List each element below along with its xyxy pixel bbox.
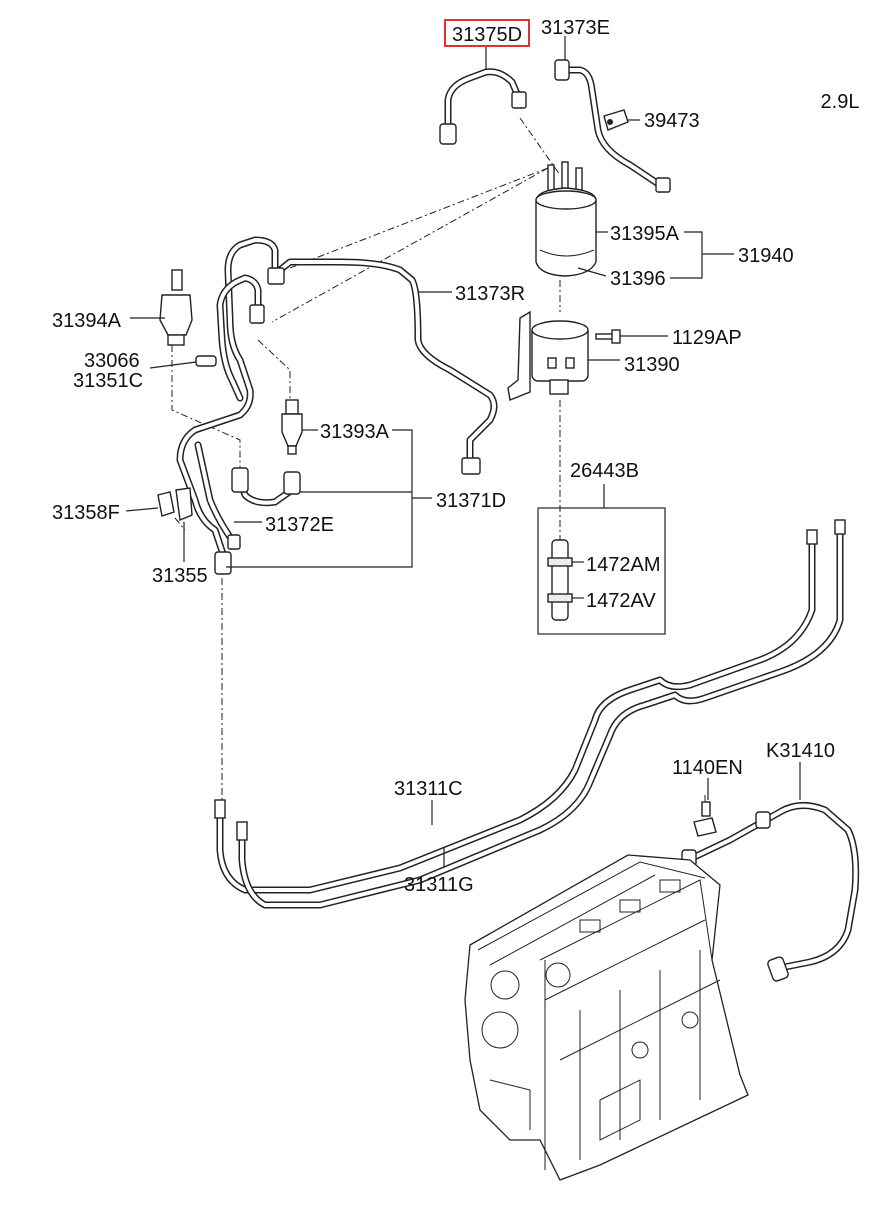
hose-group-26443B[interactable]	[537, 507, 666, 635]
fuel-line-31311G[interactable]	[236, 519, 846, 909]
callout-31373R[interactable]: 31373R	[455, 283, 525, 305]
callout-31311G[interactable]: 31311G	[404, 874, 474, 896]
callout-31394A[interactable]: 31394A	[52, 310, 122, 332]
callout-1472AM[interactable]: 1472AM	[586, 554, 661, 576]
callout-31371D[interactable]: 31371D	[436, 490, 506, 512]
callout-31395A[interactable]: 31395A	[610, 223, 680, 245]
callout-labels: 2.9L 31375D 31373E 39473 31395A 31396 31…	[52, 17, 859, 896]
callout-31373E[interactable]: 31373E	[541, 17, 610, 39]
fuel-line-31311C[interactable]	[214, 529, 818, 894]
left-fuel-tube-bundle[interactable]	[176, 236, 296, 575]
callout-1472AV[interactable]: 1472AV	[586, 590, 656, 612]
valve-31394A[interactable]	[159, 269, 193, 346]
hose-31375D[interactable]	[439, 68, 527, 145]
callout-39473[interactable]: 39473	[644, 110, 700, 132]
callout-1129AP[interactable]: 1129AP	[672, 327, 742, 349]
hose-31373E[interactable]	[554, 59, 671, 193]
callout-31393A[interactable]: 31393A	[320, 421, 390, 443]
callout-31390[interactable]: 31390	[624, 354, 680, 376]
bracket-31355[interactable]	[175, 487, 193, 521]
callout-31355[interactable]: 31355	[152, 565, 208, 587]
hose-31373R[interactable]	[276, 258, 498, 475]
callout-K31410[interactable]: K31410	[766, 740, 835, 762]
bolt-1129AP[interactable]	[595, 329, 621, 344]
clip-33066-31351C[interactable]	[195, 355, 217, 367]
assembly-dashed-lines	[171, 117, 706, 815]
callout-1140EN[interactable]: 1140EN	[672, 757, 743, 779]
engine-block	[464, 854, 749, 1181]
fuel-filter-31395A[interactable]	[535, 161, 597, 277]
engine-size-label: 2.9L	[821, 91, 860, 113]
filter-bracket-31390[interactable]	[507, 310, 589, 401]
bolt-1140EN[interactable]	[693, 801, 717, 837]
callout-31351C[interactable]: 31351C	[73, 370, 143, 392]
hose-group-box	[537, 507, 666, 635]
callout-31396[interactable]: 31396	[610, 268, 666, 290]
callout-31358F[interactable]: 31358F	[52, 502, 120, 524]
callout-31372E[interactable]: 31372E	[265, 514, 334, 536]
bracket-31358F[interactable]	[157, 491, 175, 517]
callout-31375D[interactable]: 31375D	[452, 24, 522, 46]
highlight-box	[444, 19, 530, 47]
callout-33066[interactable]: 33066	[84, 350, 140, 372]
sensor-31393A[interactable]	[281, 399, 303, 495]
leader-lines	[125, 36, 801, 868]
callout-26443B[interactable]: 26443B	[570, 460, 639, 482]
hose-K31410[interactable]	[681, 802, 860, 982]
callout-31940[interactable]: 31940	[738, 245, 794, 267]
callout-31311C[interactable]: 31311C	[394, 778, 463, 800]
clip-39473[interactable]	[603, 109, 629, 131]
